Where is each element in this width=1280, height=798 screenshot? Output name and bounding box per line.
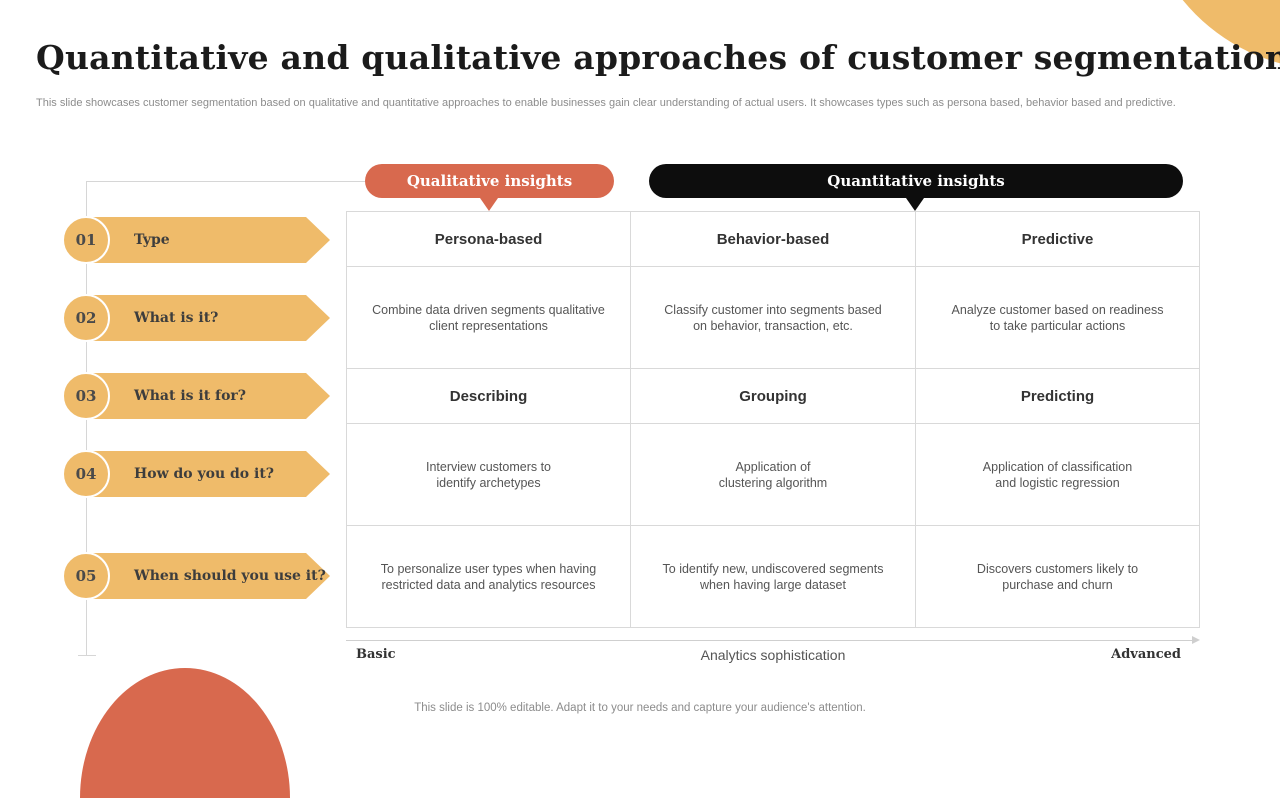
table-cell-what-persona: Combine data driven segments qualitative… bbox=[347, 267, 631, 369]
connector-line-end bbox=[78, 655, 96, 656]
cell-line: identify archetypes bbox=[436, 475, 541, 490]
row-arrow-shape bbox=[86, 451, 330, 497]
row-arrow-shape bbox=[86, 217, 330, 263]
cell-line: To personalize user types when having bbox=[380, 561, 597, 576]
cell-line: Application of bbox=[735, 459, 811, 474]
cell-line: Interview customers to bbox=[425, 459, 552, 474]
cell-line: and logistic regression bbox=[995, 475, 1120, 490]
segmentation-table: Persona-based Behavior-based Predictive … bbox=[346, 211, 1200, 628]
qualitative-pointer-icon bbox=[480, 198, 498, 211]
qualitative-insights-label: Qualitative insights bbox=[406, 172, 573, 190]
table-cell-type-persona: Persona-based bbox=[347, 212, 631, 267]
table-cell-type-predictive: Predictive bbox=[916, 212, 1199, 267]
row-label-text: What is it for? bbox=[134, 388, 246, 404]
row-number-badge: 01 bbox=[62, 216, 110, 264]
row-label-what: 02 What is it? bbox=[62, 294, 330, 342]
axis-label-middle: Analytics sophistication bbox=[700, 647, 846, 663]
cell-line: on behavior, transaction, etc. bbox=[693, 318, 853, 333]
page-title: Quantitative and qualitative approaches … bbox=[36, 38, 1280, 77]
connector-line-horizontal bbox=[86, 181, 366, 182]
row-label-text: How do you do it? bbox=[134, 466, 275, 482]
axis-label-end: Advanced bbox=[1111, 647, 1181, 662]
cell-line: Application of classification bbox=[982, 459, 1133, 474]
row-arrow-shape bbox=[86, 553, 330, 599]
cell-line: Analyze customer based on readiness bbox=[951, 302, 1164, 317]
quantitative-pointer-icon bbox=[906, 198, 924, 211]
row-number-badge: 04 bbox=[62, 450, 110, 498]
axis-label-start: Basic bbox=[356, 647, 396, 662]
table-cell-for-behavior: Grouping bbox=[631, 369, 916, 424]
row-label-how: 04 How do you do it? bbox=[62, 450, 330, 498]
cell-line: Classify customer into segments based bbox=[664, 302, 882, 317]
row-label-text: What is it? bbox=[134, 310, 219, 326]
decorative-blob-bottom bbox=[80, 668, 290, 798]
qualitative-insights-header: Qualitative insights bbox=[365, 164, 614, 211]
row-label-type: 01 Type bbox=[62, 216, 330, 264]
cell-line: client representations bbox=[429, 318, 548, 333]
footer-note: This slide is 100% editable. Adapt it to… bbox=[414, 702, 866, 714]
row-number-badge: 05 bbox=[62, 552, 110, 600]
quantitative-insights-header: Quantitative insights bbox=[649, 164, 1183, 211]
row-arrow-shape bbox=[86, 373, 330, 419]
cell-line: clustering algorithm bbox=[718, 475, 828, 490]
cell-line: purchase and churn bbox=[1002, 577, 1113, 592]
row-label-when: 05 When should you use it? bbox=[62, 552, 330, 600]
table-cell-for-predictive: Predicting bbox=[916, 369, 1199, 424]
cell-line: restricted data and analytics resources bbox=[381, 577, 596, 592]
quantitative-insights-label: Quantitative insights bbox=[827, 172, 1005, 190]
row-number-badge: 03 bbox=[62, 372, 110, 420]
page-subtitle: This slide showcases customer segmentati… bbox=[36, 97, 1176, 109]
row-label-text: When should you use it? bbox=[134, 568, 326, 584]
cell-line: when having large dataset bbox=[700, 577, 846, 592]
row-label-text: Type bbox=[134, 232, 170, 248]
row-label-for: 03 What is it for? bbox=[62, 372, 330, 420]
row-arrow-shape bbox=[86, 295, 330, 341]
cell-line: to take particular actions bbox=[989, 318, 1126, 333]
cell-line: Combine data driven segments qualitative bbox=[372, 302, 605, 317]
sophistication-axis-line bbox=[346, 640, 1192, 641]
row-number-badge: 02 bbox=[62, 294, 110, 342]
table-cell-for-persona: Describing bbox=[347, 369, 631, 424]
table-cell-type-behavior: Behavior-based bbox=[631, 212, 916, 267]
axis-arrow-icon bbox=[1192, 636, 1200, 644]
cell-line: To identify new, undiscovered segments bbox=[662, 561, 884, 576]
cell-line: Discovers customers likely to bbox=[976, 561, 1139, 576]
